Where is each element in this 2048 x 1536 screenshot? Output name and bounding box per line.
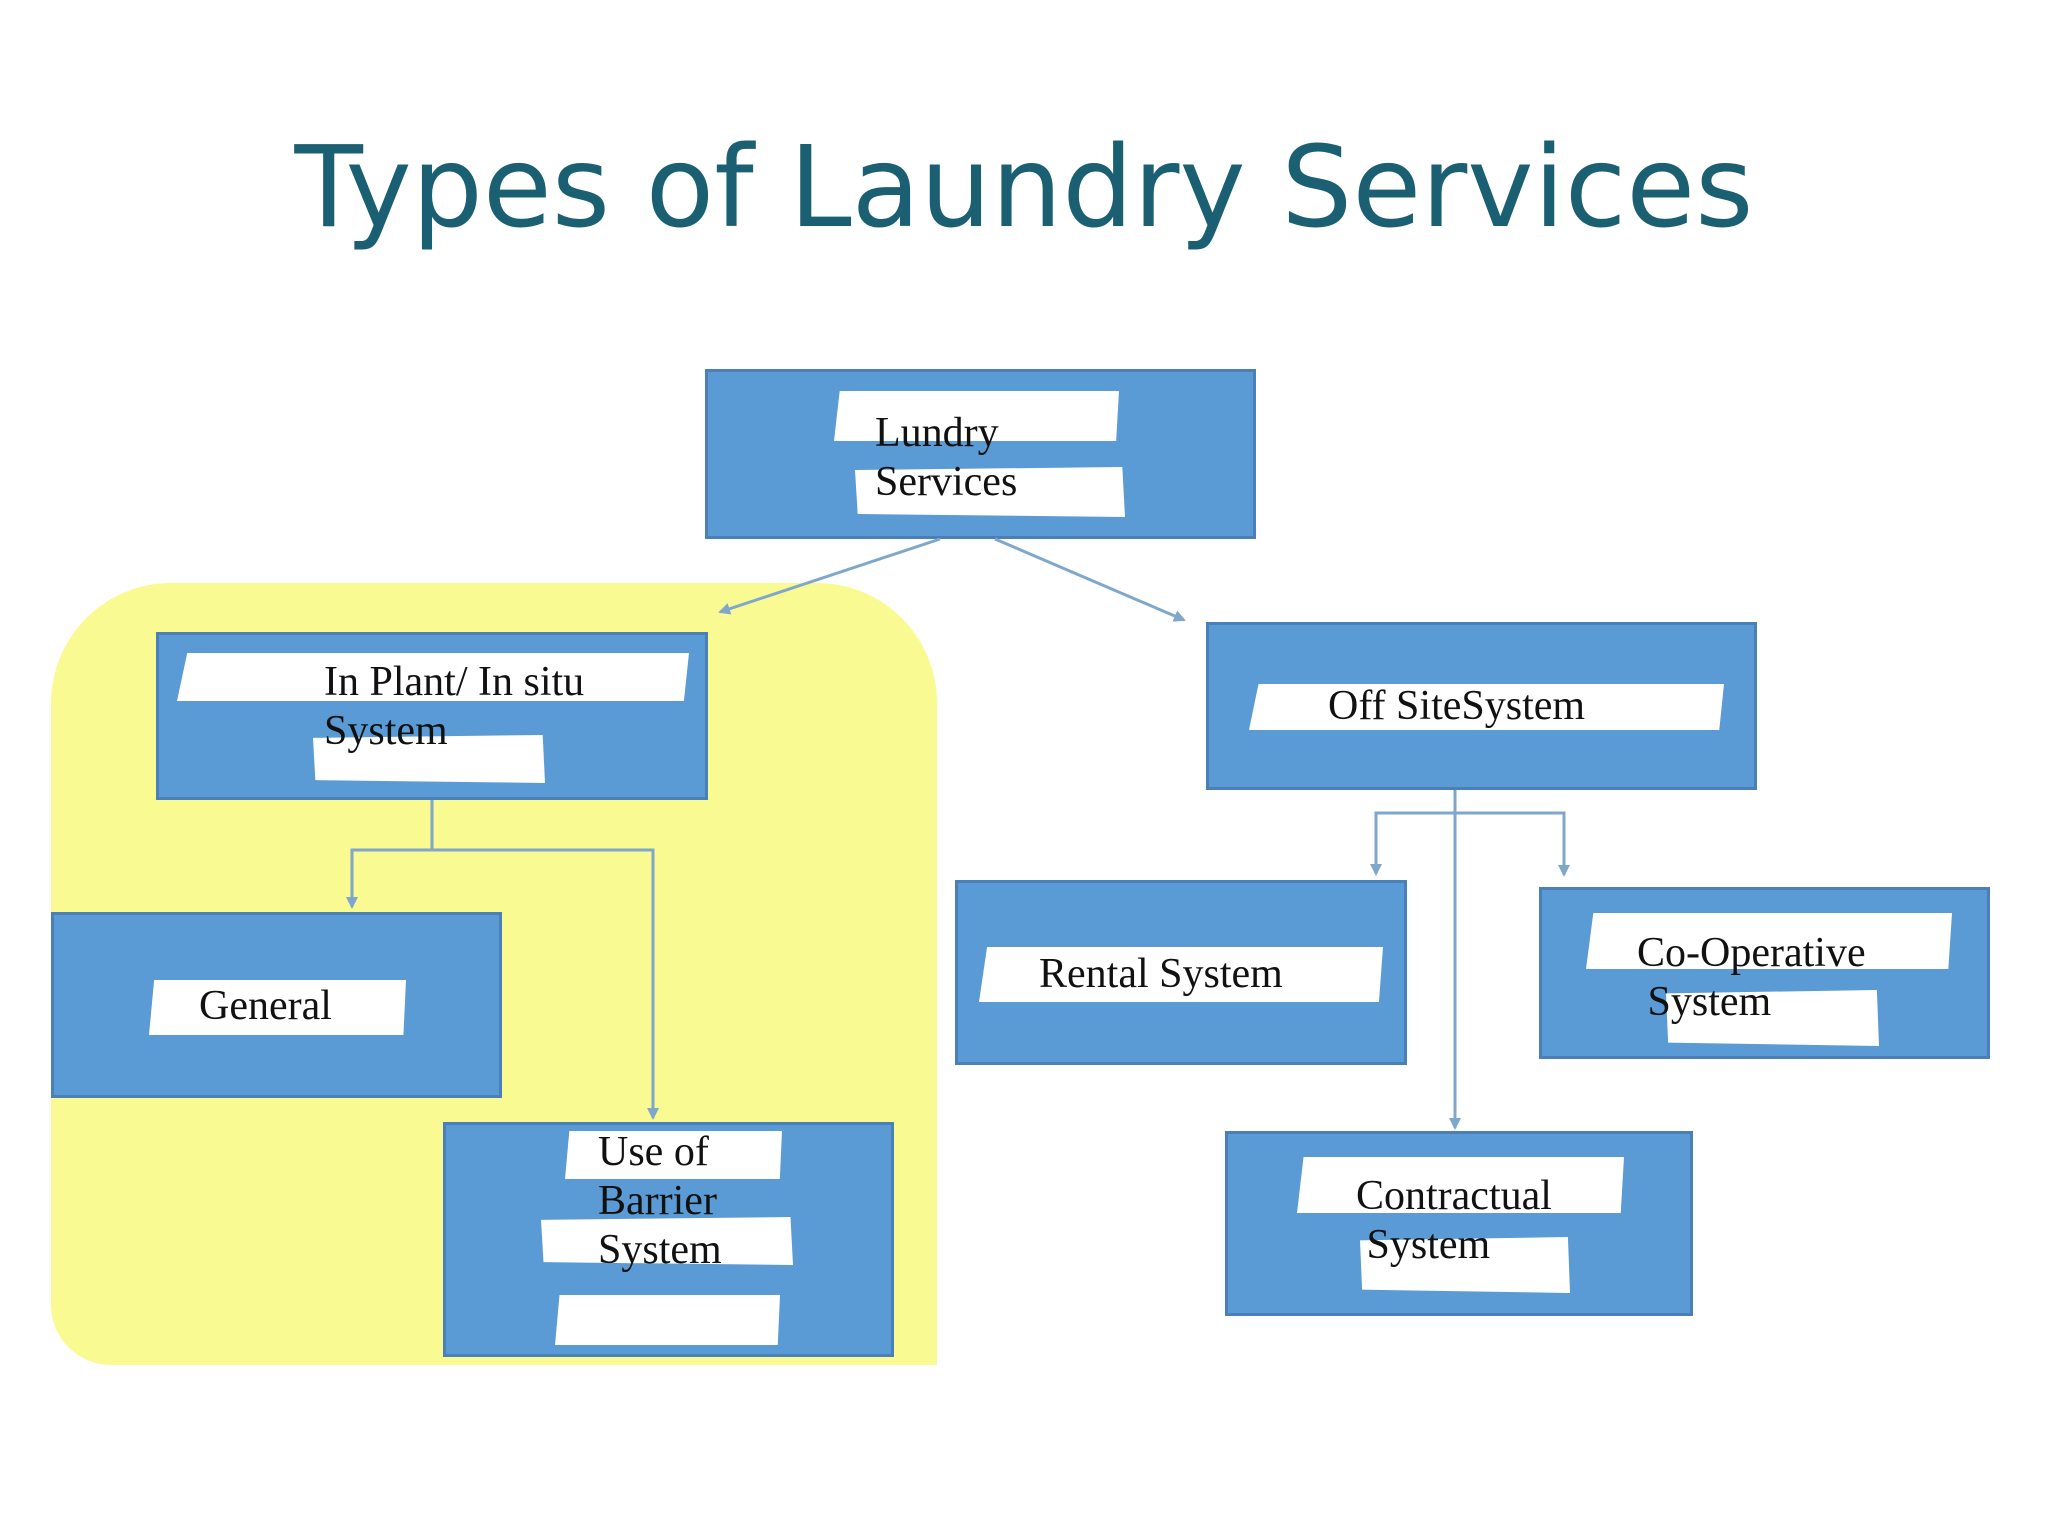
node-label-rental-system: Rental System <box>1039 951 1283 997</box>
label-backing <box>1666 990 1879 1046</box>
node-label-general: General <box>199 983 332 1029</box>
label-backing <box>1297 1157 1624 1213</box>
slide-title: Types of Laundry Services <box>294 123 1754 253</box>
label-backing <box>1249 684 1724 730</box>
connector-in-plant-to-general <box>346 800 434 909</box>
node-general <box>51 912 502 1098</box>
connector-in-plant-to-barrier <box>430 800 659 1120</box>
label-backing <box>149 980 406 1035</box>
node-label-contractual-system: Contractual System <box>1356 1173 1552 1268</box>
label-backing <box>313 735 545 783</box>
label-backing <box>541 1217 793 1265</box>
node-label-in-plant: In Plant/ In situ System <box>324 659 585 754</box>
connector-root-to-in-plant <box>718 537 941 615</box>
label-backing <box>177 653 689 701</box>
label-backing <box>979 947 1383 1002</box>
label-backing <box>565 1131 782 1179</box>
label-backing <box>855 467 1125 517</box>
label-backing <box>555 1295 780 1345</box>
label-backing <box>834 391 1119 441</box>
node-label-laundry-services: Lundry Services <box>875 410 1018 505</box>
connector-off-site-to-cooperative <box>1453 790 1570 877</box>
label-backing <box>1360 1237 1570 1293</box>
label-backing <box>1586 913 1952 969</box>
node-label-barrier-system: Use of Barrier System <box>598 1129 722 1273</box>
node-label-co-operative-system: Co-Operative System <box>1637 930 1866 1025</box>
connector-root-to-off-site <box>994 537 1186 622</box>
node-label-off-site: Off SiteSystem <box>1328 683 1586 729</box>
connector-off-site-to-rental <box>1370 790 1457 876</box>
